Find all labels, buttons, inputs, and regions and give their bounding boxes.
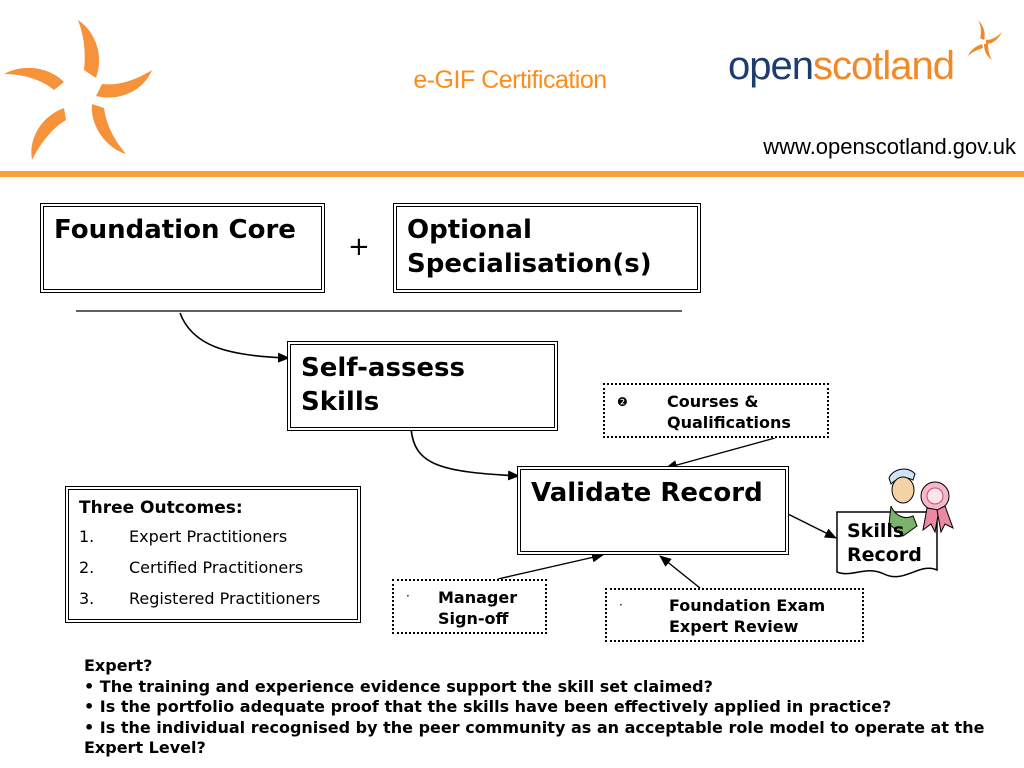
outcome-item: 2. Certified Practitioners xyxy=(79,557,347,588)
foundation-exam-label: Foundation Exam xyxy=(669,596,826,615)
person-with-certificate-icon xyxy=(888,468,954,537)
slide-title: e-GIF Certification xyxy=(413,66,607,94)
outcome-number: 1. xyxy=(79,527,95,546)
pinwheel-logo-icon xyxy=(4,20,152,160)
expert-note-point: • Is the individual recognised by the pe… xyxy=(84,717,985,758)
header-divider xyxy=(0,171,1024,177)
expert-note-point: • The training and experience evidence s… xyxy=(84,676,713,696)
manager-signoff-box: · Manager Sign-off xyxy=(392,579,547,634)
brand-part-scotland: scotland xyxy=(812,44,955,88)
outcome-label: Registered Practitioners xyxy=(129,589,321,608)
openscotland-brand: openscotland xyxy=(728,44,955,89)
outcomes-box: Three Outcomes: 1. Expert Practitioners 2… xyxy=(68,489,358,620)
outcome-number: 3. xyxy=(79,589,95,608)
outcome-number: 2. xyxy=(79,558,95,577)
expert-notes: Expert? • The training and experience ev… xyxy=(84,656,994,759)
plus-sign: + xyxy=(348,232,370,262)
outcome-label: Expert Practitioners xyxy=(129,527,288,546)
self-assess-label: Self-assess Skills xyxy=(301,353,465,417)
outcome-item: 3. Registered Practitioners xyxy=(79,588,347,619)
outcome-item: 1. Expert Practitioners xyxy=(79,526,347,557)
courses-label: Courses & Qualifications xyxy=(667,392,791,432)
outcomes-heading: Three Outcomes: xyxy=(79,498,243,518)
website-url[interactable]: www.openscotland.gov.uk xyxy=(763,134,1016,159)
validate-record-box: Validate Record xyxy=(520,469,786,552)
expert-notes-heading: Expert? xyxy=(84,656,153,675)
foundation-core-box: Foundation Core xyxy=(43,206,322,290)
courses-qualifications-box: ❷ Courses & Qualifications xyxy=(603,383,829,438)
expert-review-label: Expert Review xyxy=(669,617,799,636)
skills-record-label: Skills Record xyxy=(847,520,922,566)
manager-bullet: · xyxy=(406,589,410,603)
expert-note-point: • Is the portfolio adequate proof that t… xyxy=(84,697,892,716)
optional-specialisations-label: Optional Specialisation(s) xyxy=(407,215,652,279)
outcome-label: Certified Practitioners xyxy=(129,558,304,577)
exam-bullet: · xyxy=(619,598,623,612)
foundation-core-label: Foundation Core xyxy=(54,215,296,245)
courses-bullet-icon: ❷ xyxy=(617,395,628,409)
foundation-exam-box: · Foundation Exam Expert Review xyxy=(605,588,864,642)
brand-part-open: open xyxy=(728,44,814,88)
manager-signoff-label: Manager Sign-off xyxy=(438,588,518,628)
brand-swoosh-icon xyxy=(968,20,1002,60)
validate-record-label: Validate Record xyxy=(531,478,763,508)
self-assess-box: Self-assess Skills xyxy=(290,344,555,428)
optional-specialisations-box: Optional Specialisation(s) xyxy=(396,206,698,290)
